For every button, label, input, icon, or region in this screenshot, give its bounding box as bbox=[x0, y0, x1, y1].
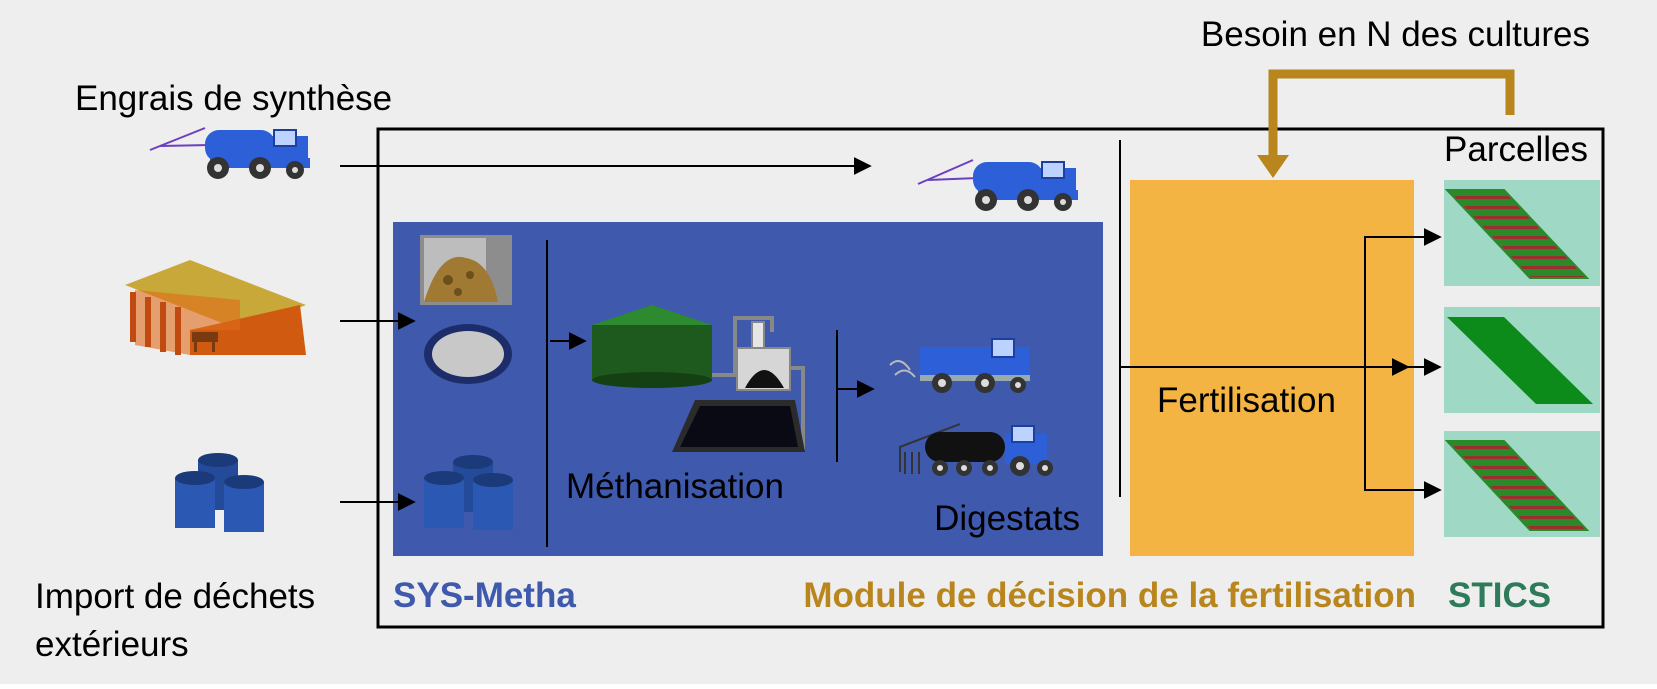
field-plot-icon bbox=[1444, 189, 1590, 279]
separator-icon bbox=[712, 316, 805, 450]
manure-heap-icon bbox=[420, 235, 512, 305]
livestock-barn-icon bbox=[125, 260, 306, 355]
label-engrais: Engrais de synthèse bbox=[75, 79, 392, 118]
label-import-line1: Import de déchets bbox=[35, 577, 315, 616]
arrow-to-plot-3 bbox=[1364, 367, 1442, 499]
field-plot-icon bbox=[1444, 440, 1590, 531]
label-besoin: Besoin en N des cultures bbox=[1201, 15, 1590, 54]
module-sys-metha: SYS-Metha bbox=[393, 576, 576, 615]
label-import-line2: extérieurs bbox=[35, 625, 189, 664]
label-digestats: Digestats bbox=[934, 499, 1080, 538]
waste-barrels-icon bbox=[424, 455, 513, 530]
slurry-pit-icon bbox=[424, 324, 512, 384]
spreader-truck-icon bbox=[889, 338, 1030, 393]
field-plot-2 bbox=[1444, 307, 1600, 413]
sprayer-tractor-icon bbox=[917, 159, 1078, 211]
field-plot-1 bbox=[1444, 180, 1600, 286]
sprayer-tractor-icon bbox=[149, 127, 310, 179]
field-plot-3 bbox=[1444, 431, 1600, 537]
module-decision: Module de décision de la fertilisation bbox=[803, 576, 1416, 615]
storage-lagoon-icon bbox=[672, 400, 805, 452]
module-stics: STICS bbox=[1448, 576, 1551, 615]
digester-tank-icon bbox=[592, 305, 712, 388]
label-fertilisation: Fertilisation bbox=[1157, 381, 1336, 420]
feedback-arrow bbox=[1257, 69, 1515, 178]
label-methanisation: Méthanisation bbox=[566, 467, 784, 506]
waste-barrels-icon bbox=[175, 453, 264, 532]
slurry-tanker-icon bbox=[899, 423, 1053, 476]
field-plot-icon bbox=[1447, 317, 1593, 404]
main-frame bbox=[376, 127, 1605, 629]
label-parcelles: Parcelles bbox=[1444, 130, 1588, 169]
